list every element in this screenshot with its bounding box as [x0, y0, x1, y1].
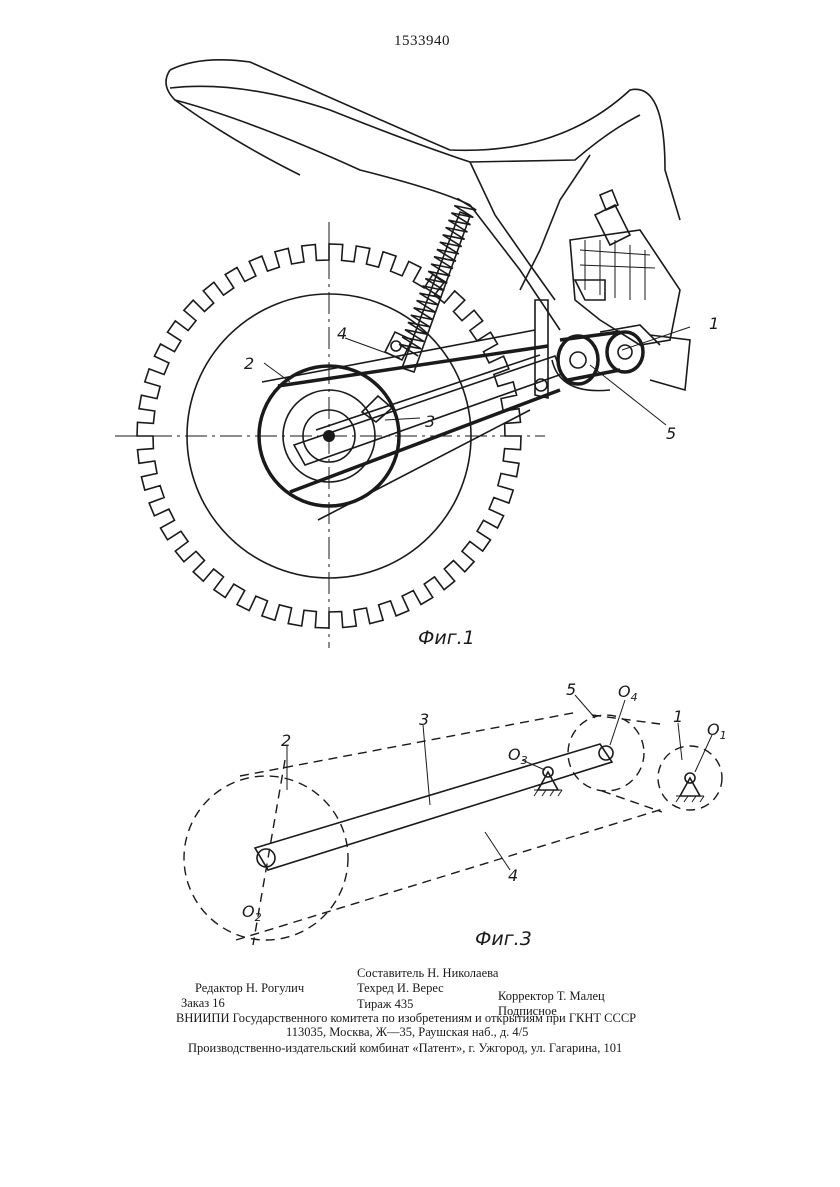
- colophon-subscription: Подписное: [498, 1004, 557, 1018]
- colophon-techred: Техред И. Верес: [357, 981, 444, 995]
- fig1-label-5: 5: [666, 424, 677, 443]
- colophon-address-line: 113035, Москва, Ж—35, Раушская наб., д. …: [286, 1025, 529, 1039]
- fig3-label-1: 1: [673, 707, 684, 726]
- figure-1-drawing: [115, 58, 691, 648]
- colophon-compiler: Составитель Н. Николаева: [357, 966, 499, 980]
- colophon-corrector: Корректор Т. Малец: [498, 989, 605, 1003]
- colophon-circulation: Тираж 435: [357, 997, 414, 1011]
- colophon-printer-line: Производственно-издательский комбинат «П…: [188, 1041, 623, 1055]
- fig1-label-2: 2: [244, 354, 255, 373]
- fig3-label-o4: O4: [618, 682, 638, 705]
- fig3-caption: Фиг.3: [475, 928, 532, 950]
- fig3-label-2: 2: [281, 731, 292, 750]
- figure-3-drawing: [183, 694, 723, 946]
- fig3-label-o2: O2: [242, 902, 262, 925]
- patent-number: 1533940: [394, 33, 450, 49]
- fig3-label-o3: O3: [508, 745, 528, 768]
- fig1-label-1: 1: [709, 314, 720, 333]
- colophon-editor: Редактор Н. Рогулич: [195, 981, 305, 995]
- colophon-order: Заказ 16: [181, 996, 225, 1010]
- fig3-label-4: 4: [508, 866, 519, 885]
- fig1-label-4: 4: [337, 324, 348, 343]
- fig1-label-3: 3: [425, 412, 436, 431]
- fig1-caption: Фиг.1: [418, 627, 475, 649]
- fig3-label-5: 5: [566, 680, 577, 699]
- fig3-label-o1: O1: [707, 720, 727, 743]
- fig3-label-3: 3: [419, 710, 430, 729]
- colophon-org-line: ВНИИПИ Государственного комитета по изоб…: [176, 1011, 637, 1025]
